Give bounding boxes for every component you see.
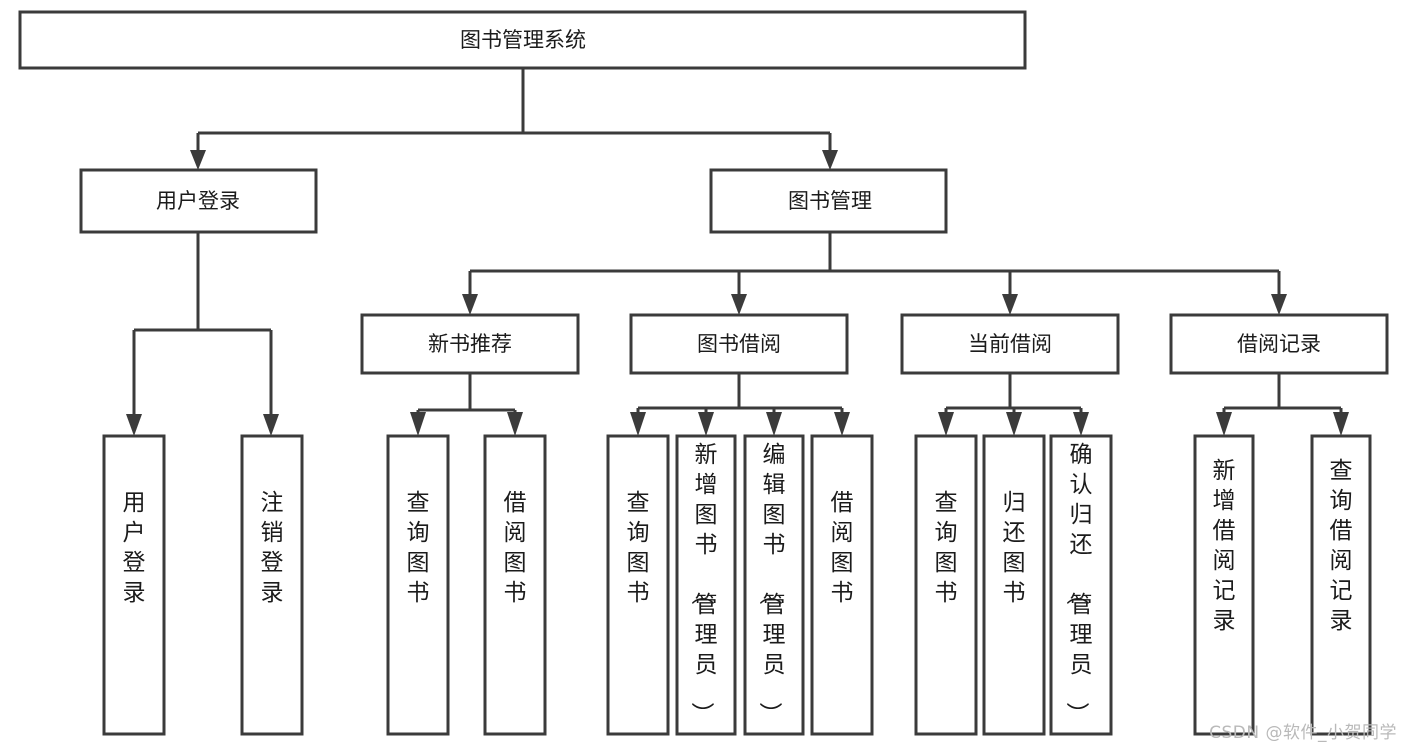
node-leaf-user-login-box[interactable] [102, 434, 166, 736]
arrow-book-borrow [731, 294, 747, 315]
node-book-borrow[interactable]: 图书借阅 [629, 313, 849, 375]
node-book-borrow-label: 图书借阅 [697, 332, 781, 356]
arrow-leaf-borrow-book-2 [834, 412, 850, 436]
node-leaf-add-record-box[interactable] [1193, 434, 1255, 736]
node-leaf-query-book-2[interactable]: 查询图书 [606, 434, 670, 736]
arrow-leaf-query-book-2 [630, 412, 646, 436]
node-leaf-return-book-label: 归还图书 [1003, 490, 1026, 606]
node-leaf-confirm-return-label: 确认归还（管理员） [1064, 442, 1093, 725]
arrow-new-book-recommend [462, 294, 478, 315]
node-leaf-borrow-book-2-box[interactable] [810, 434, 874, 736]
node-leaf-edit-book[interactable]: 编辑图书（管理员） [743, 434, 805, 736]
node-user-login-box[interactable] [79, 168, 318, 234]
arrow-book-manage [822, 150, 838, 170]
arrow-leaf-add-record [1216, 412, 1232, 436]
node-book-manage-label: 图书管理 [788, 189, 872, 213]
node-leaf-query-book-2-label: 查询图书 [627, 490, 650, 606]
node-leaf-borrow-book-1[interactable]: 借阅图书 [483, 434, 547, 736]
node-leaf-add-book-label: 新增图书（管理员） [689, 442, 718, 725]
node-new-book-recommend-box[interactable] [360, 313, 580, 375]
node-book-borrow-box[interactable] [629, 313, 849, 375]
arrow-leaf-query-record [1333, 412, 1349, 436]
node-root[interactable]: 图书管理系统 [18, 10, 1027, 70]
node-borrow-record-label: 借阅记录 [1237, 332, 1321, 356]
arrow-current-borrow [1002, 294, 1018, 315]
arrow-leaf-borrow-book-1 [507, 412, 523, 436]
arrow-borrow-record [1271, 294, 1287, 315]
arrow-leaf-confirm-return [1073, 412, 1089, 436]
arrow-leaf-query-book-1 [410, 412, 426, 436]
node-leaf-user-login-label: 用户登录 [123, 490, 146, 606]
node-leaf-borrow-book-2-label: 借阅图书 [831, 490, 854, 606]
node-leaf-query-record[interactable]: 查询借阅记录 [1310, 434, 1372, 736]
node-current-borrow-label: 当前借阅 [968, 332, 1052, 356]
node-leaf-query-book-1[interactable]: 查询图书 [386, 434, 450, 736]
node-leaf-confirm-return[interactable]: 确认归还（管理员） [1049, 434, 1113, 736]
node-leaf-edit-book-box[interactable] [743, 434, 805, 736]
arrow-leaf-edit-book [766, 412, 782, 436]
node-leaf-query-book-1-label: 查询图书 [407, 490, 430, 606]
node-new-book-recommend[interactable]: 新书推荐 [360, 313, 580, 375]
node-leaf-add-book-box[interactable] [675, 434, 737, 736]
node-leaf-user-logout-label: 注销登录 [261, 490, 284, 606]
connectors [126, 68, 1349, 436]
arrow-leaf-return-book [1006, 412, 1022, 436]
arrow-leaf-query-book-3 [938, 412, 954, 436]
node-leaf-add-record[interactable]: 新增借阅记录 [1193, 434, 1255, 736]
node-leaf-borrow-book-1-box[interactable] [483, 434, 547, 736]
node-leaf-user-logout-box[interactable] [240, 434, 304, 736]
node-book-manage[interactable]: 图书管理 [709, 168, 948, 234]
node-leaf-user-logout[interactable]: 注销登录 [240, 434, 304, 736]
node-leaf-confirm-return-box[interactable] [1049, 434, 1113, 736]
node-root-box[interactable] [18, 10, 1027, 70]
node-user-login[interactable]: 用户登录 [79, 168, 318, 234]
node-leaf-user-login[interactable]: 用户登录 [102, 434, 166, 736]
node-leaf-query-book-3[interactable]: 查询图书 [914, 434, 978, 736]
arrow-leaf-user-logout [263, 414, 279, 436]
node-leaf-query-book-3-label: 查询图书 [935, 490, 958, 606]
node-leaf-add-book[interactable]: 新增图书（管理员） [675, 434, 737, 736]
arrow-user-login [190, 150, 206, 170]
node-borrow-record[interactable]: 借阅记录 [1169, 313, 1389, 375]
node-current-borrow[interactable]: 当前借阅 [900, 313, 1120, 375]
node-leaf-query-book-2-box[interactable] [606, 434, 670, 736]
node-leaf-query-book-1-box[interactable] [386, 434, 450, 736]
node-book-manage-box[interactable] [709, 168, 948, 234]
node-leaf-query-book-3-box[interactable] [914, 434, 978, 736]
arrow-leaf-user-login [126, 414, 142, 436]
node-current-borrow-box[interactable] [900, 313, 1120, 375]
node-leaf-borrow-book-2[interactable]: 借阅图书 [810, 434, 874, 736]
node-leaf-edit-book-label: 编辑图书（管理员） [757, 442, 786, 725]
arrow-leaf-add-book [698, 412, 714, 436]
node-leaf-return-book-box[interactable] [982, 434, 1046, 736]
node-leaf-add-record-label: 新增借阅记录 [1213, 458, 1236, 634]
node-leaf-return-book[interactable]: 归还图书 [982, 434, 1046, 736]
node-borrow-record-box[interactable] [1169, 313, 1389, 375]
node-new-book-recommend-label: 新书推荐 [428, 332, 512, 356]
node-leaf-query-record-box[interactable] [1310, 434, 1372, 736]
node-user-login-label: 用户登录 [156, 189, 240, 213]
csdn-watermark: CSDN @软件_小贺同学 [1209, 723, 1397, 743]
node-root-label: 图书管理系统 [460, 28, 586, 52]
node-leaf-borrow-book-1-label: 借阅图书 [504, 490, 527, 606]
node-leaf-query-record-label: 查询借阅记录 [1330, 458, 1353, 634]
